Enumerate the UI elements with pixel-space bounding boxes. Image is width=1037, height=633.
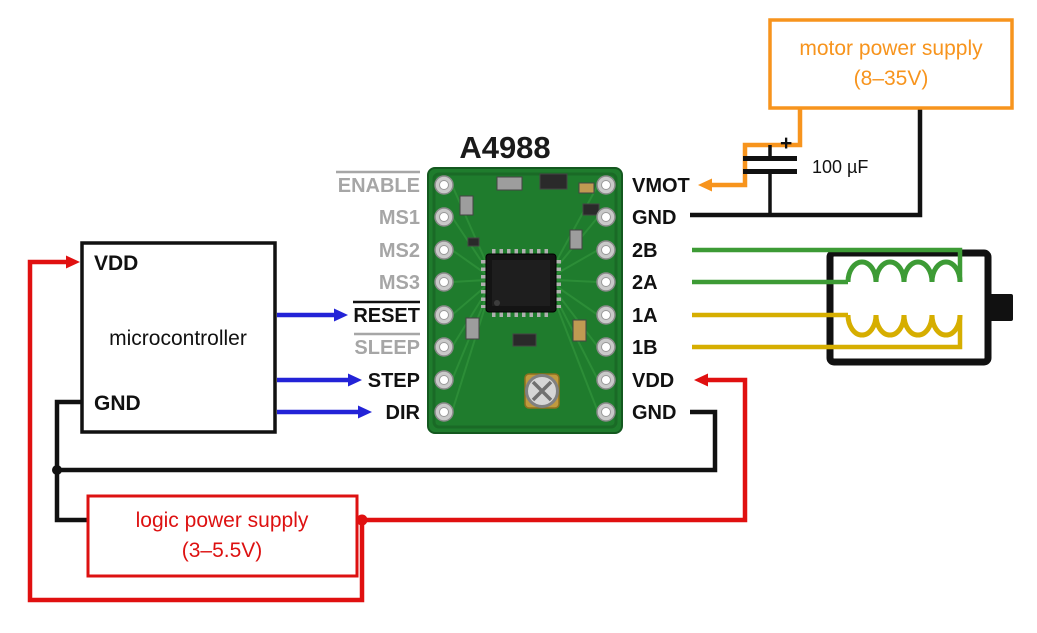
pcb-pad (434, 207, 454, 227)
pin-label-enable: ENABLE (338, 175, 420, 197)
microcontroller-box (80, 241, 277, 434)
pin-label-step: STEP (368, 370, 420, 392)
motor-power-supply-box (768, 18, 1014, 110)
pin-label-reset: RESET (353, 305, 420, 327)
coil-b (845, 259, 963, 283)
capacitor-plus-label: + (780, 132, 792, 155)
pcb-pad (596, 337, 616, 357)
gnd-junction-dot (52, 465, 62, 475)
signal-wires (277, 312, 359, 415)
pcb-pad (434, 240, 454, 260)
driver-chip (481, 249, 561, 317)
smd-component (582, 203, 600, 216)
chip-pin1-dot (494, 300, 500, 306)
mcu-label: microcontroller (109, 327, 247, 350)
mcu-vdd-arrowhead (66, 255, 80, 269)
smd-component (459, 195, 474, 216)
coil-a (845, 314, 963, 338)
motor-supply-label-line1: motor power supply (799, 37, 983, 60)
pin-label-gnd-bottom: GND (632, 402, 676, 424)
capacitor-value-label: 100 µF (812, 157, 868, 177)
logic-vdd-wire (357, 377, 748, 523)
pcb-pad (596, 370, 616, 390)
smd-component (569, 229, 583, 250)
motor-gnd-wire (690, 108, 923, 218)
motor-supply-label-line2: (8–35V) (854, 67, 929, 90)
pin-label-1b: 1B (632, 337, 658, 359)
step-arrowhead (348, 373, 362, 387)
vdd-junction-dot (356, 514, 368, 526)
reset-arrowhead (334, 308, 348, 322)
pcb-pad (434, 370, 454, 390)
vmot-arrowhead (698, 178, 712, 192)
smd-components (459, 173, 600, 347)
vmot-wire (711, 108, 803, 188)
pcb-pad (596, 402, 616, 422)
pin-label-sleep: SLEEP (354, 337, 420, 359)
gnd-bus-wire (54, 399, 718, 473)
pcb-pad (434, 402, 454, 422)
pin-label-dir: DIR (386, 402, 421, 424)
smd-component (496, 176, 523, 191)
pin-label-1a: 1A (632, 305, 658, 327)
pin-label-ms1: MS1 (379, 207, 420, 229)
chip-face (492, 260, 550, 306)
pin-label-vmot: VMOT (632, 175, 690, 197)
mcu-vdd-label: VDD (94, 252, 138, 275)
dir-arrowhead (358, 405, 372, 419)
pcb-pad (596, 240, 616, 260)
motor-shaft (986, 294, 1013, 321)
stepper-motor (826, 249, 1013, 366)
potentiometer (524, 373, 560, 409)
logic-gnd-branch (54, 470, 88, 523)
logic-power-supply-box (86, 494, 359, 578)
pcb-pad (434, 272, 454, 292)
smd-component (465, 317, 480, 340)
pcb-pad (596, 305, 616, 325)
smd-component (572, 319, 587, 342)
driver-vdd-arrowhead (694, 373, 708, 387)
logic-supply-label-line2: (3–5.5V) (182, 539, 263, 562)
pin-label-gnd-top: GND (632, 207, 676, 229)
pcb-pads (434, 175, 616, 422)
logic-supply-label-line1: logic power supply (136, 509, 309, 532)
mcu-gnd-label: GND (94, 392, 141, 415)
pcb-pad (596, 272, 616, 292)
smd-component (578, 182, 595, 194)
pcb-pad (434, 175, 454, 195)
pcb-pad (434, 337, 454, 357)
pcb-pad (596, 207, 616, 227)
smd-component (512, 333, 537, 347)
page-title: A4988 (459, 130, 550, 165)
pin-label-2a: 2A (632, 272, 658, 294)
pin-label-2b: 2B (632, 240, 658, 262)
potentiometer-slot (531, 380, 553, 402)
pcb-inner-edge (432, 172, 618, 429)
coil-wire-2b (692, 247, 963, 282)
pin-label-ms3: MS3 (379, 272, 420, 294)
smd-component (467, 237, 480, 247)
pin-label-vdd: VDD (632, 370, 674, 392)
mcu-vdd-wire (27, 259, 365, 603)
pcb-pad (434, 305, 454, 325)
coil-wire-1b (692, 315, 963, 350)
smd-component (539, 173, 568, 190)
pcb-pad (596, 175, 616, 195)
pin-label-ms2: MS2 (379, 240, 420, 262)
capacitor (743, 145, 797, 215)
pcb-board (427, 167, 623, 434)
